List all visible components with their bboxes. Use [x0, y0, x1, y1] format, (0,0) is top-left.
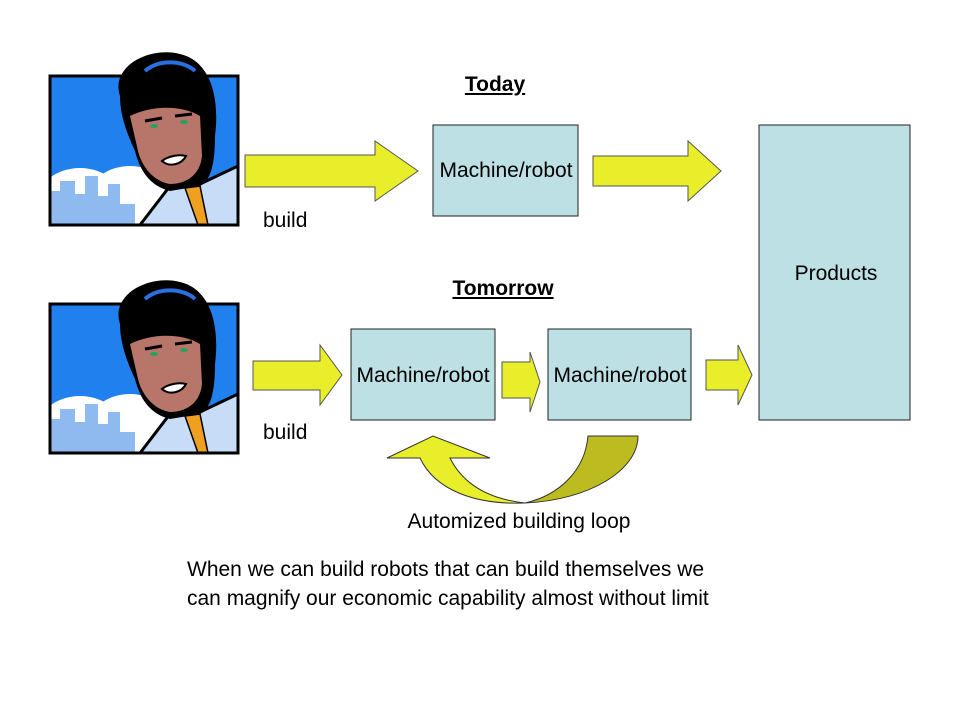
machine-label-tomorrow-1: Machine/robot — [356, 364, 490, 387]
machine-box-today — [432, 124, 579, 217]
businessman-portrait-today — [30, 52, 238, 256]
businessman-portrait-tomorrow — [30, 280, 238, 484]
tomorrow-heading: Tomorrow — [452, 277, 554, 300]
caption-line-1: When we can build robots that can build … — [187, 558, 705, 581]
arrow-machine-to-products-tomorrow — [705, 344, 753, 406]
caption: When we can build robots that can build … — [187, 555, 709, 613]
today-heading: Today — [464, 73, 526, 96]
machine-label-today: Machine/robot — [439, 159, 573, 182]
machine-box-tomorrow-1 — [350, 328, 496, 421]
machine-label-tomorrow-2: Machine/robot — [553, 364, 687, 387]
products-label: Products — [794, 262, 878, 285]
automized-loop-arrow — [386, 435, 639, 504]
loop-label: Automized building loop — [407, 510, 631, 533]
machine-box-tomorrow-2 — [547, 328, 692, 421]
build-label-today: build — [263, 209, 308, 232]
build-label-tomorrow: build — [263, 421, 308, 444]
arrow-build-tomorrow — [252, 343, 343, 407]
arrow-machine-to-machine — [501, 351, 541, 413]
arrow-machine-to-products-today — [592, 139, 722, 203]
arrow-build-today — [244, 140, 419, 202]
products-box — [758, 124, 911, 421]
caption-line-2: can magnify our economic capability almo… — [187, 587, 709, 610]
